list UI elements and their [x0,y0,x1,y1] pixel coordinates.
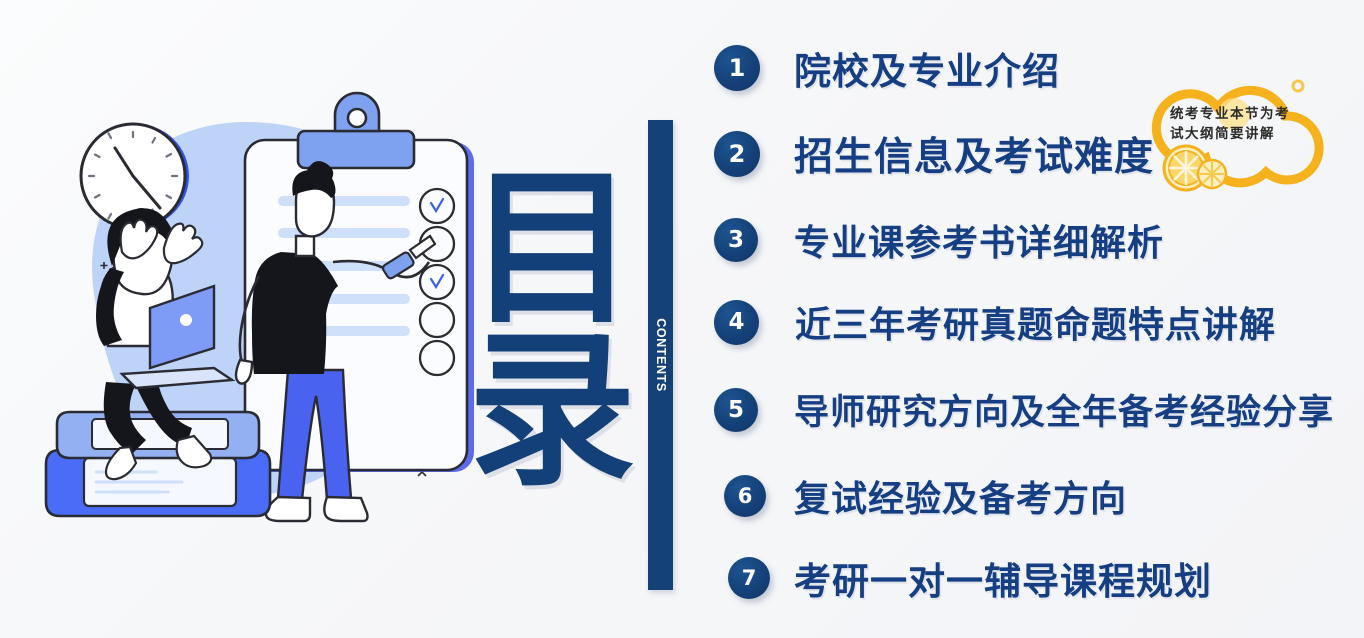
list-item[interactable]: 5 导师研究方向及全年备考经验分享 [714,384,1334,435]
watermark-text: 统考专业本节为考 试大纲简要讲解 [1170,104,1330,144]
book-stack [44,410,272,518]
toc-number-badge: 4 [714,299,759,345]
woman-with-laptop-on-books [96,208,236,481]
list-item[interactable]: 7 考研一对一辅导课程规划 [728,551,1212,605]
contents-label: CONTENTS [653,318,668,392]
pen-icon [381,234,437,280]
contents-bar: CONTENTS [648,120,673,590]
students-checklist-illustration [0,0,500,638]
toc-number-badge: 3 [714,218,758,262]
toc-number-badge: 1 [714,45,760,91]
page-title: 目 录 [468,151,648,509]
toc-number-badge: 2 [714,131,760,177]
toc-number-badge: 6 [724,475,766,517]
list-item[interactable]: 6 复试经验及备考方向 [724,470,1127,522]
clipboard-checkboxes [418,187,456,377]
toc-list: 1 院校及专业介绍 2 招生信息及考试难度 3 专业课参考书详细解析 4 近三年… [700,0,1364,638]
toc-item-label: 近三年考研真题命题特点讲解 [795,305,1277,346]
watermark-line-2: 试大纲简要讲解 [1170,126,1275,142]
toc-number-badge: 5 [714,387,758,432]
toc-number-badge: 7 [728,557,770,599]
toc-item-label: 考研一对一辅导课程规划 [794,560,1212,603]
list-item[interactable]: 1 院校及专业介绍 [714,41,1060,95]
toc-item-label: 复试经验及备考方向 [794,479,1128,520]
toc-item-label: 专业课参考书详细解析 [794,223,1165,264]
watermark-line-1: 统考专业本节为考 [1170,106,1290,122]
watermark-badge: 统考专业本节为考 试大纲简要讲解 [1146,62,1346,192]
list-item[interactable]: 3 专业课参考书详细解析 [714,214,1164,266]
toc-item-label: 招生信息及考试难度 [794,135,1155,180]
laptop-icon [119,284,236,390]
lemon-cloud-icon [1151,79,1324,192]
page-title-text: 目 录 [468,151,636,509]
lemon-slice-small-icon [1196,158,1228,190]
list-item[interactable]: 4 近三年考研真题命题特点讲解 [714,296,1276,348]
list-item[interactable]: 2 招生信息及考试难度 [714,126,1154,182]
toc-item-label: 导师研究方向及全年备考经验分享 [794,393,1335,433]
wall-clock-icon [79,122,189,230]
man-marking-checklist [234,161,437,523]
toc-item-label: 院校及专业介绍 [794,50,1060,93]
